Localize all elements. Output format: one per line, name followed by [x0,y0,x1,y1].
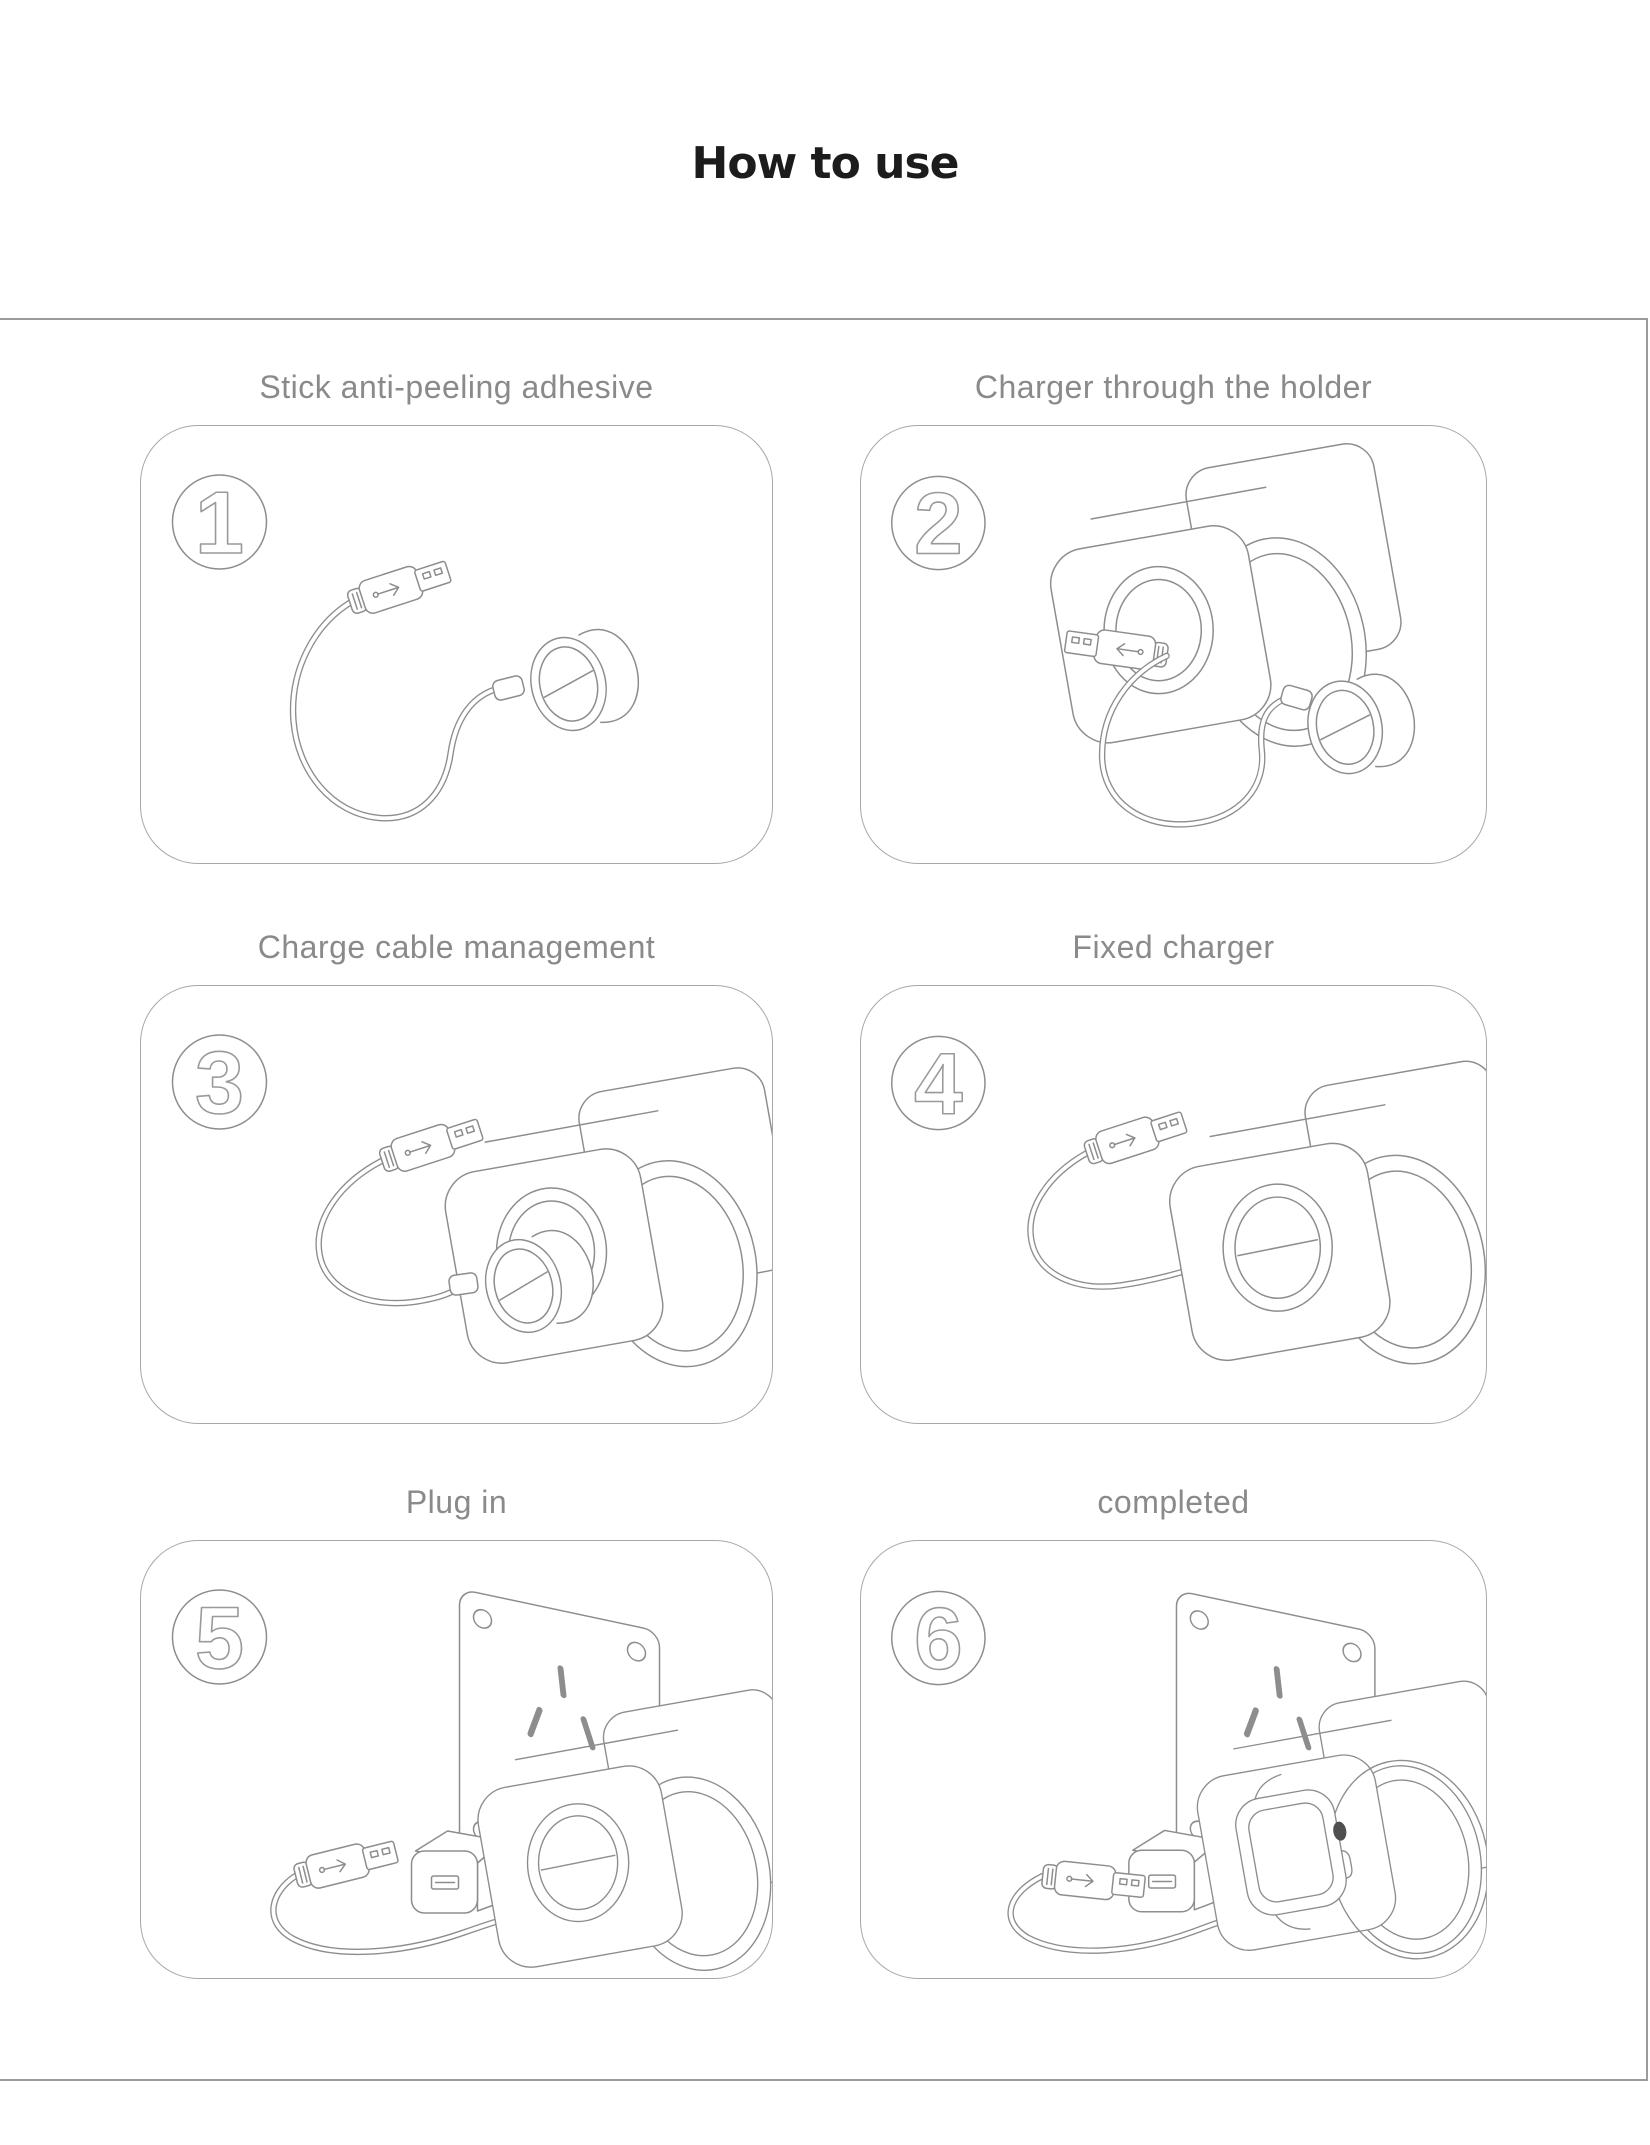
step-illustration-completed: 6 [891,1541,1486,1968]
step-illustration-usb-cable-with-puck: 1 [171,472,649,822]
magnetic-charger-puck [520,620,649,740]
step-number: 2 [914,475,963,573]
step-illustration-cable-management: 3 [171,1032,772,1383]
step-caption: Stick anti-peeling adhesive [259,369,654,405]
step-box: 2 [860,425,1487,864]
step-panel-2: Charger through the holder 2 [860,350,1487,864]
usb-plug-icon [376,1112,487,1179]
apple-watch [1235,1773,1353,1930]
usb-plug-icon [290,1834,401,1894]
step-box: 3 [140,985,773,1424]
step-number: 1 [195,473,244,572]
step-number-badge: 5 [171,1587,268,1688]
watch-holder [1163,1056,1486,1380]
step-panel-1: Stick anti-peeling adhesive 1 [140,350,773,864]
watch-crown [1333,1821,1347,1841]
step-box: 5 [140,1540,773,1979]
usb-plug-icon [344,554,455,621]
step-number-badge: 6 [891,1589,986,1689]
step-illustration-plug-in: 5 [171,1541,772,1978]
watch-holder [438,1062,772,1383]
step-caption: Fixed charger [1072,929,1275,965]
step-caption: Plug in [405,1484,508,1520]
watch-side-button [1340,1850,1353,1879]
page-title: How to use [691,138,960,189]
step-box: 6 [860,1540,1487,1979]
charge-cable [315,1157,465,1307]
usb-plug-icon [1080,1105,1190,1171]
step-panel-3: Charge cable management 3 [140,910,773,1424]
step-caption: completed [1097,1484,1250,1520]
step-number-badge: 3 [171,1032,268,1133]
step-number: 3 [195,1033,244,1132]
step-number: 5 [195,1588,244,1687]
step-number-badge: 4 [891,1034,986,1134]
step-box: 4 [860,985,1487,1424]
charge-cable [289,599,497,822]
step-caption: Charger through the holder [974,369,1373,405]
step-illustration-charger-through-holder: 2 [891,438,1424,828]
watch-holder [1191,1676,1486,1968]
watch-holder [472,1685,772,1978]
step-number-badge: 2 [891,474,986,574]
step-number: 4 [914,1035,963,1133]
step-panel-4: Fixed charger 4 [860,910,1487,1424]
step-illustration-fixed-charger: 4 [891,1034,1486,1380]
step-number-badge: 1 [171,472,268,573]
step-caption: Charge cable management [257,929,656,965]
step-number: 6 [914,1590,963,1688]
step-panel-6: completed 6 [860,1465,1487,1979]
step-panel-5: Plug in 5 [140,1465,773,1979]
step-box: 1 [140,425,773,864]
